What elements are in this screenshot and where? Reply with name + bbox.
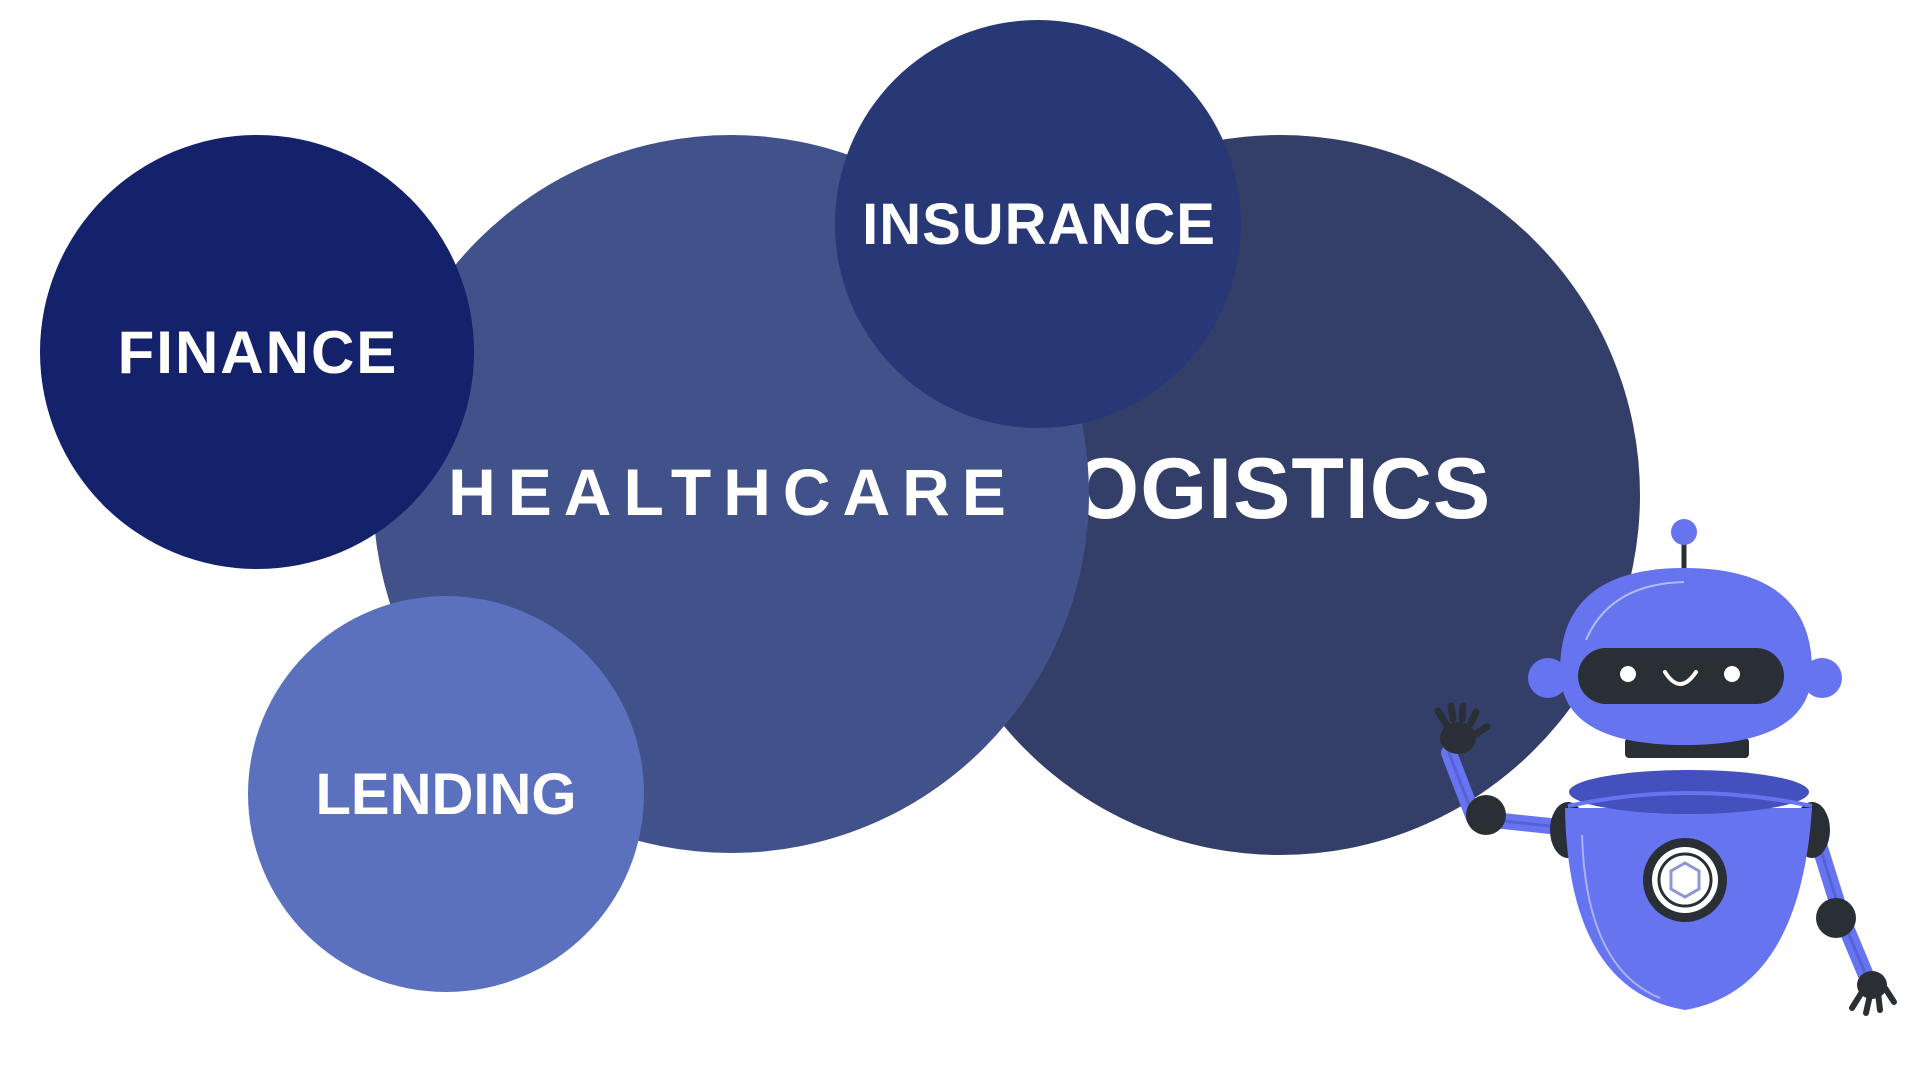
- waving-robot-icon: [1434, 519, 1897, 1016]
- healthcare-label: HEALTHCARE: [448, 455, 1018, 529]
- logistics-label: LOGISTICS: [1018, 440, 1492, 537]
- insurance-bubble: INSURANCE: [835, 20, 1241, 428]
- finance-label: FINANCE: [117, 318, 399, 386]
- finance-bubble: FINANCE: [40, 135, 474, 569]
- lending-bubble: LENDING: [248, 596, 644, 992]
- lending-label: LENDING: [315, 761, 577, 827]
- insurance-label: INSURANCE: [862, 191, 1216, 257]
